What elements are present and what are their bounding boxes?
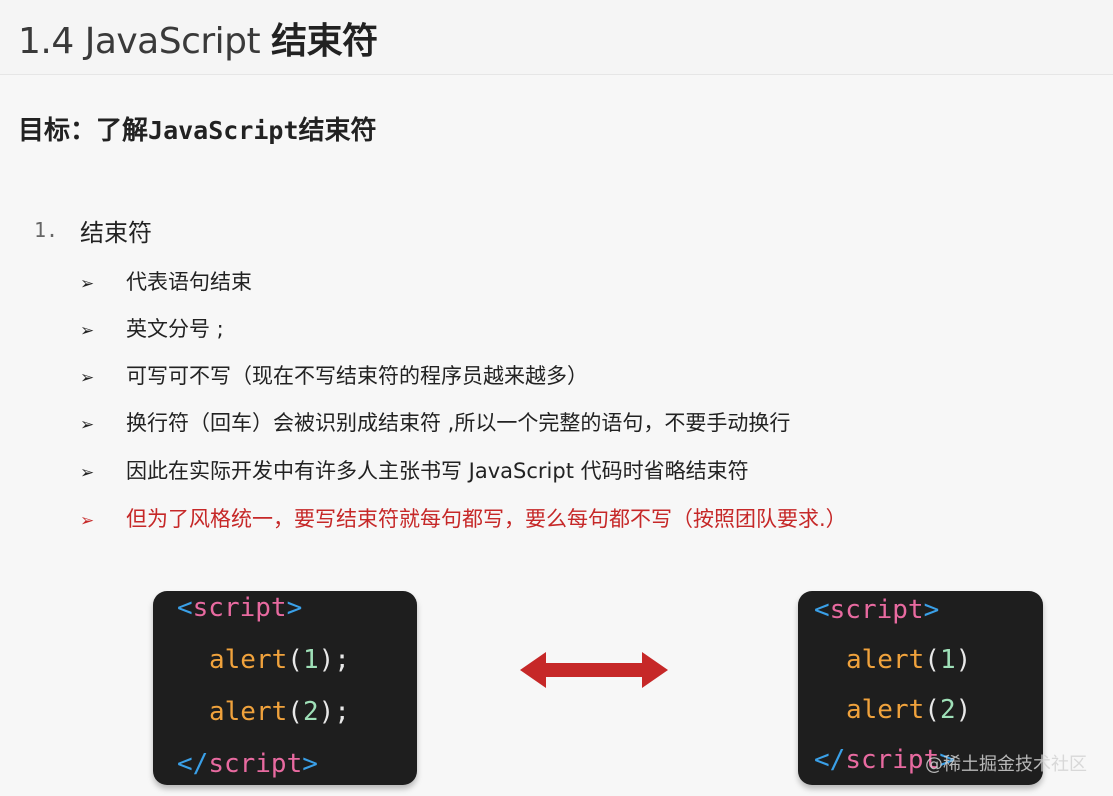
bullet-item-highlight: ➢ 但为了风格统一，要写结束符就每句都写，要么每句都不写（按照团队要求.） [80,503,847,533]
bullet-item: ➢ 代表语句结束 [80,266,252,296]
objective-suffix: 结束符 [298,116,377,146]
tag-bracket: > [923,595,940,625]
bullet-text: 代表语句结束 [126,270,252,294]
code-line-close-tag: </script> [177,749,318,779]
list-heading: 结束符 [80,219,152,247]
bullet-arrow-icon: ➢ [80,368,95,388]
bullet-item: ➢ 因此在实际开发中有许多人主张书写 JavaScript 代码时省略结束符 [80,455,749,485]
code-line-alert-1: alert(1) [846,645,971,675]
tag-bracket: </ [177,749,209,779]
tag-bracket: < [814,595,830,625]
bullet-text: 英文分号 ; [126,317,224,341]
paren: ( [924,695,940,725]
code-line-close-tag: </script> [814,745,955,775]
page-title-bold: 结束符 [271,21,378,62]
bullet-item: ➢ 可写可不写（现在不写结束符的程序员越来越多） [80,360,588,390]
tag-bracket: > [939,745,955,775]
number-literal: 1 [302,645,319,675]
tag-bracket: </ [814,745,846,775]
tag-bracket: < [177,593,193,623]
function-name: alert [209,697,288,727]
number-literal: 2 [939,695,956,725]
code-line-open-tag: <script> [177,593,302,623]
bullet-text: 因此在实际开发中有许多人主张书写 JavaScript 代码时省略结束符 [126,459,749,483]
code-block-without-semicolons: <script> alert(1) alert(2) </script> [798,591,1043,785]
bullet-text: 可写可不写（现在不写结束符的程序员越来越多） [126,364,588,388]
code-line-alert-1: alert(1); [209,645,350,675]
tag-bracket: > [302,749,318,779]
function-name: alert [846,695,925,725]
tag-name: script [845,745,940,775]
page-title: 1.4 JavaScript 结束符 [18,12,378,64]
code-line-alert-2: alert(2); [209,697,350,727]
function-name: alert [846,645,925,675]
objective-code: JavaScript [148,116,299,145]
bullet-text: 但为了风格统一，要写结束符就每句都写，要么每句都不写（按照团队要求.） [126,507,847,531]
number-literal: 1 [939,645,956,675]
tag-name: script [829,595,924,625]
objective-label: 目标：了解 [18,116,149,146]
bullet-item: ➢ 换行符（回车）会被识别成结束符 ,所以一个完整的语句，不要手动换行 [80,407,790,437]
bullet-arrow-icon: ➢ [80,415,95,435]
bullet-arrow-icon: ➢ [80,321,95,341]
double-arrow-icon [520,652,668,688]
bullet-arrow-icon: ➢ [80,274,95,294]
paren: ) [955,645,972,675]
code-line-alert-2: alert(2) [846,695,971,725]
bullet-item: ➢ 英文分号 ; [80,313,224,343]
bullet-arrow-icon: ➢ [80,463,95,483]
title-bar: 1.4 JavaScript 结束符 [0,0,1113,75]
page-title-prefix: 1.4 JavaScript [18,21,272,62]
paren: ( [287,645,303,675]
number-literal: 2 [302,697,319,727]
function-name: alert [209,645,288,675]
paren: ) [955,695,972,725]
tag-bracket: > [286,593,303,623]
paren-semicolon: ); [318,645,350,675]
paren: ( [924,645,940,675]
code-block-with-semicolons: <script> alert(1); alert(2); </script> [153,591,417,785]
bullet-arrow-icon: ➢ [80,511,95,531]
tag-name: script [192,593,287,623]
bullet-text: 换行符（回车）会被识别成结束符 ,所以一个完整的语句，不要手动换行 [126,411,791,435]
watermark: @稀土掘金技术社区 [925,754,1087,775]
tag-name: script [208,749,303,779]
objective-heading: 目标：了解JavaScript结束符 [18,110,377,147]
code-line-open-tag: <script> [814,595,939,625]
list-number: 1. [34,218,59,242]
paren: ( [287,697,303,727]
paren-semicolon: ); [318,697,350,727]
